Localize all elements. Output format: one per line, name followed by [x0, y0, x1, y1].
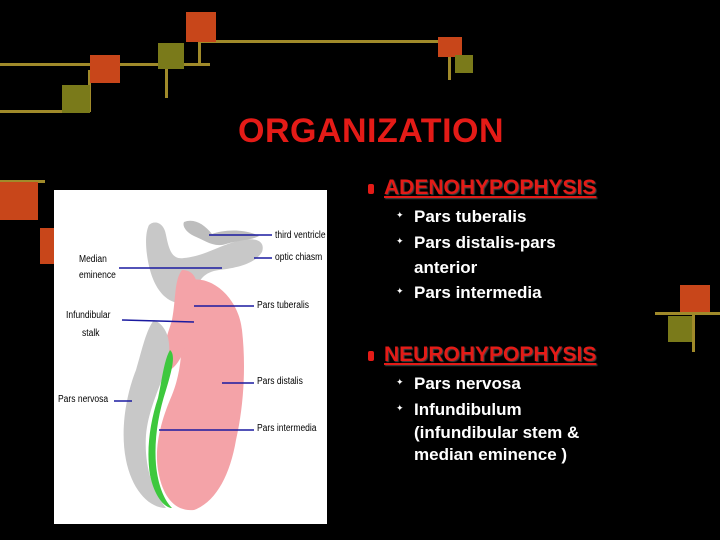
label-infundibular-line1: Infundibular	[66, 310, 111, 321]
sub-bullet-icon: ✦	[396, 210, 404, 220]
list-item: Pars distalis-pars	[414, 233, 556, 252]
list-item: Pars nervosa	[414, 374, 521, 393]
label-pars-tuberalis: Pars tuberalis	[257, 300, 309, 311]
label-optic-chiasm: optic chiasm	[275, 252, 323, 263]
bullet-icon	[368, 351, 374, 361]
label-pars-nervosa: Pars nervosa	[58, 394, 109, 405]
slide-title: ORGANIZATION	[238, 112, 505, 150]
label-third-ventricle: third ventricle	[275, 230, 326, 241]
sub-bullet-icon: ✦	[396, 286, 404, 296]
list-item: anterior	[414, 258, 478, 277]
label-pars-distalis: Pars distalis	[257, 376, 303, 387]
list-item: Pars tuberalis	[414, 207, 527, 226]
list-item: (infundibular stem &	[414, 423, 580, 442]
pituitary-diagram: third ventricle optic chiasm Median emin…	[54, 190, 327, 524]
label-median-eminence-line2: eminence	[79, 270, 116, 281]
section-heading-adenohypophysis: ADENOHYPOPHYSIS	[384, 176, 597, 199]
sub-bullet-icon: ✦	[396, 236, 404, 246]
label-infundibular-line2: stalk	[82, 328, 100, 339]
pituitary-illustration	[114, 220, 272, 511]
label-median-eminence-line1: Median	[79, 254, 107, 265]
list-item: Pars intermedia	[414, 283, 542, 302]
sub-bullet-icon: ✦	[396, 377, 404, 387]
section-heading-neurohypophysis: NEUROHYPOPHYSIS	[384, 343, 597, 366]
list-item: median eminence )	[414, 445, 568, 464]
bullet-icon	[368, 184, 374, 194]
label-pars-intermedia: Pars intermedia	[257, 423, 317, 434]
list-item: Infundibulum	[414, 400, 522, 419]
sub-bullet-icon: ✦	[396, 403, 404, 413]
